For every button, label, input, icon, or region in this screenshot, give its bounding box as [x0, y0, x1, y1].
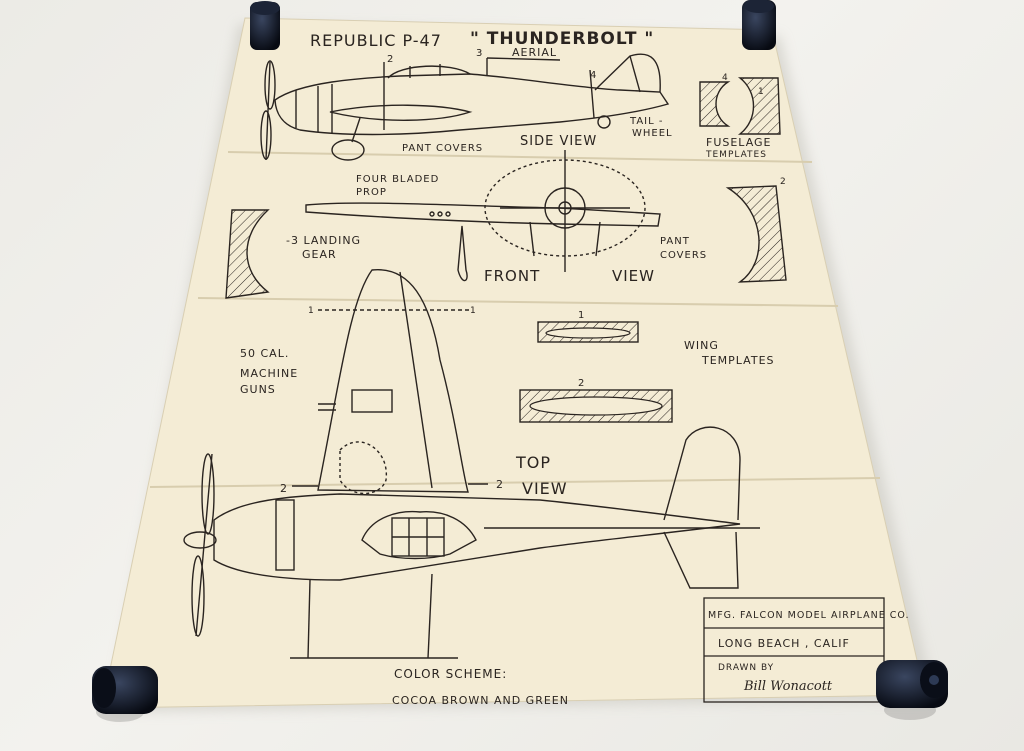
label-side-view: SIDE VIEW — [520, 134, 597, 149]
color-scheme-label: COLOR SCHEME: — [394, 667, 507, 681]
label-tail-wheel-2: WHEEL — [632, 128, 673, 139]
marker-1-wing: 1 — [578, 310, 585, 321]
marker-2-template: 2 — [780, 177, 787, 187]
label-guns-3: GUNS — [240, 383, 276, 396]
label-four-bladed: FOUR BLADED — [356, 174, 439, 185]
template-2 — [725, 185, 787, 283]
label-landing-gear-1: -3 LANDING — [286, 234, 361, 247]
marker-2-top-right: 2 — [496, 478, 504, 491]
pin-bottom-left — [92, 666, 158, 722]
marker-3-side: 3 — [476, 48, 483, 59]
pin-bottom-right — [876, 660, 948, 720]
marker-2-side: 2 — [387, 54, 394, 65]
title-name: " THUNDERBOLT " — [470, 29, 654, 49]
marker-1-top-left: 1 — [308, 306, 315, 316]
label-landing-gear-2: GEAR — [302, 248, 337, 261]
label-top-view: VIEW — [522, 479, 568, 498]
front-view-drawing — [305, 150, 661, 282]
label-guns-2: MACHINE — [240, 367, 298, 380]
marker-4-template: 4 — [722, 73, 729, 83]
fuselage-template-1 — [737, 77, 781, 135]
title-block-drawn-by: DRAWN BY — [718, 663, 774, 673]
label-prop: PROP — [356, 187, 387, 198]
side-view-drawing — [260, 53, 670, 161]
marker-2-top-left: 2 — [280, 482, 288, 495]
marker-4-side: 4 — [590, 70, 597, 81]
label-top: TOP — [515, 453, 551, 472]
label-aerial: AERIAL — [512, 46, 557, 59]
label-pant-front-1: PANT — [660, 236, 690, 247]
fuselage-template-4 — [699, 81, 731, 127]
title-block-mfg: MFG. FALCON MODEL AIRPLANE CO. — [708, 610, 910, 621]
marker-1-top-right: 1 — [470, 306, 477, 316]
label-wing: WING — [684, 339, 719, 352]
title-block — [703, 597, 885, 703]
label-templates: TEMPLATES — [705, 150, 767, 160]
label-fuselage: FUSELAGE — [706, 136, 772, 149]
pin-top-left — [250, 1, 280, 50]
label-pant-covers-side: PANT COVERS — [402, 143, 483, 154]
label-front: FRONT — [484, 267, 540, 285]
marker-2-wing: 2 — [578, 378, 585, 389]
label-wing-templates: TEMPLATES — [701, 354, 775, 367]
pin-top-right — [742, 0, 776, 50]
template-left — [225, 209, 270, 299]
label-pant-front-2: COVERS — [660, 250, 707, 261]
label-guns-1: 50 CAL. — [240, 347, 289, 360]
title-block-signature: Bill Wonacott — [743, 679, 833, 694]
title-block-city: LONG BEACH , CALIF — [718, 637, 850, 650]
marker-1-template: 1 — [758, 87, 765, 97]
color-scheme-value: COCOA BROWN AND GREEN — [392, 694, 569, 707]
label-tail-wheel-1: TAIL - — [629, 116, 663, 127]
top-view-drawing — [183, 269, 760, 659]
title-prefix: REPUBLIC P-47 — [310, 31, 442, 50]
blueprint-paper — [101, 17, 926, 709]
label-front-view: VIEW — [612, 267, 655, 285]
